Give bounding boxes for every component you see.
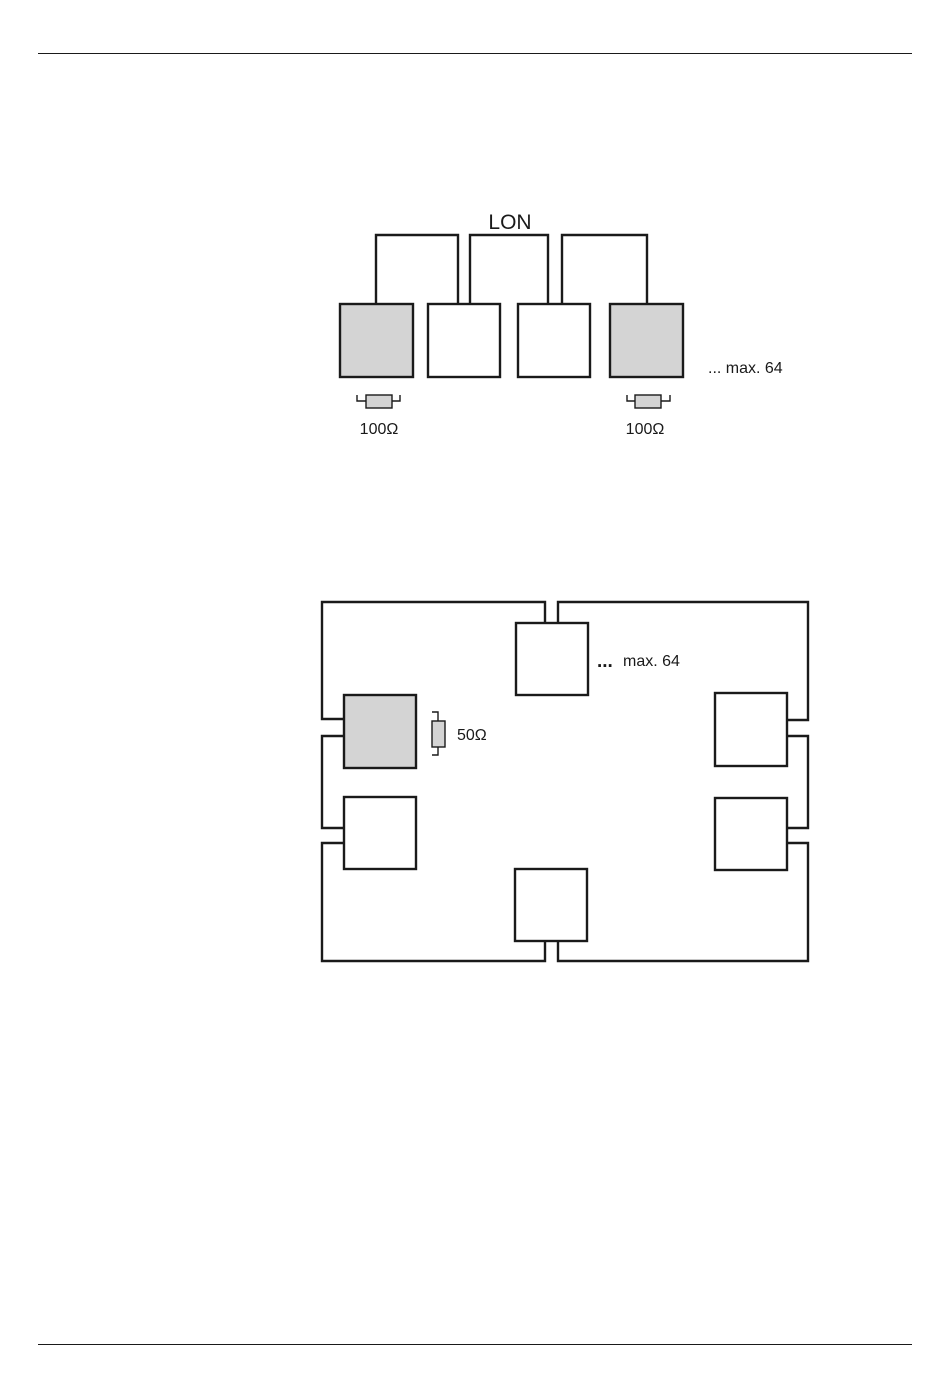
bus-topology: LON ... max. 64 100Ω 100Ω	[340, 211, 783, 438]
resistor-100-ohm-left-icon	[357, 395, 400, 408]
bus-node	[518, 304, 590, 377]
ring-node-right-upper	[715, 693, 787, 766]
ring-wire-left-middle	[322, 736, 344, 828]
bus-wire-2	[470, 235, 548, 304]
terminator-right-label: 100Ω	[626, 421, 665, 438]
ring-terminator-label: 50Ω	[457, 727, 487, 744]
bus-wire-1	[376, 235, 458, 304]
ring-topology: ... max. 64 50Ω	[322, 602, 808, 961]
ring-node-top	[516, 623, 588, 695]
bus-title: LON	[488, 211, 531, 234]
resistor-50-ohm-icon	[432, 712, 445, 755]
bus-node-terminated-right	[610, 304, 683, 377]
bus-node-terminated-left	[340, 304, 413, 377]
resistor-100-ohm-right-icon	[627, 395, 670, 408]
ring-max-nodes-label: max. 64	[623, 653, 680, 670]
terminator-left-label: 100Ω	[360, 421, 399, 438]
ring-node-left	[344, 797, 416, 869]
ring-wire-right-middle	[787, 736, 808, 828]
bus-wire-3	[562, 235, 647, 304]
ring-max-dots: ...	[597, 651, 613, 672]
bus-node	[428, 304, 500, 377]
ring-node-right-lower	[715, 798, 787, 870]
ring-node-bottom	[515, 869, 587, 941]
ring-node-terminated	[344, 695, 416, 768]
bus-max-nodes-label: ... max. 64	[708, 360, 783, 377]
